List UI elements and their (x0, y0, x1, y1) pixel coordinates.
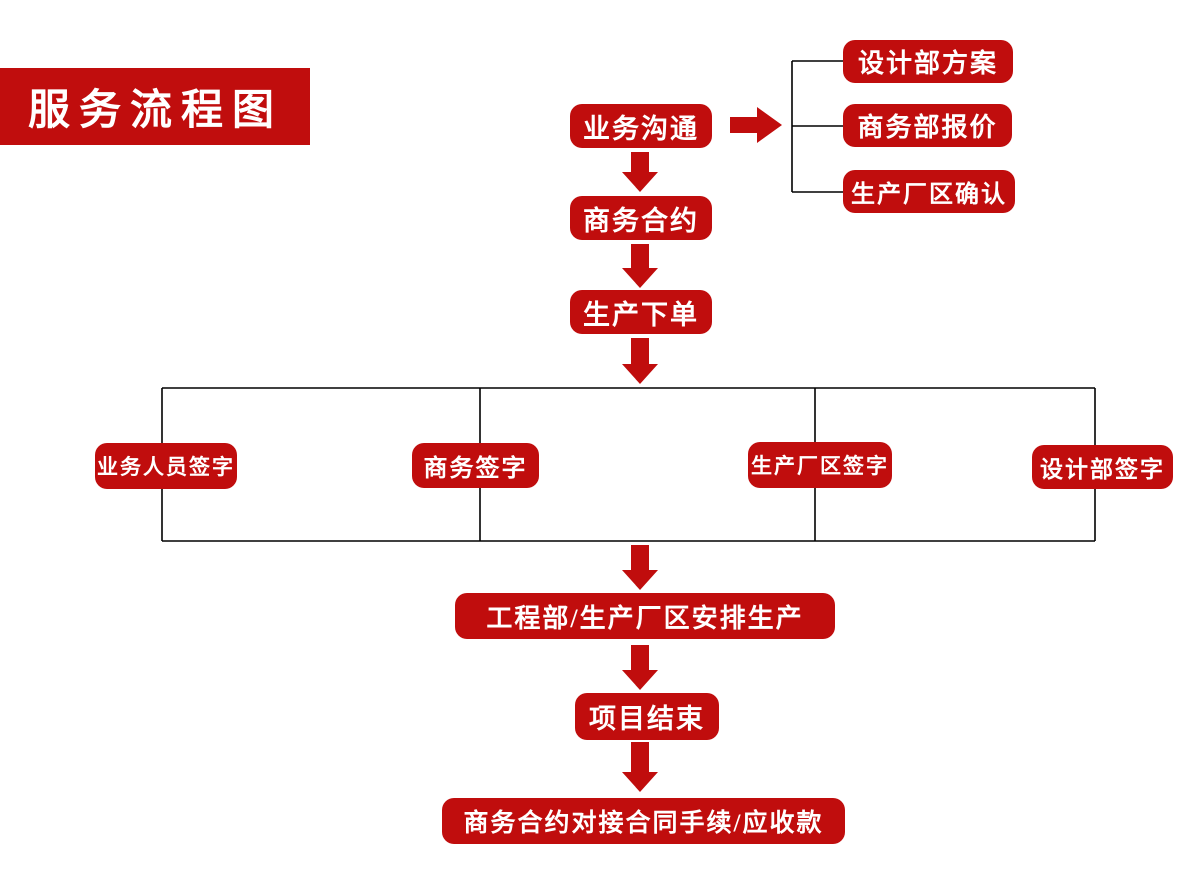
node-production-order: 生产下单 (570, 290, 712, 334)
down-arrow-3 (622, 338, 658, 384)
node-sales-signature: 业务人员签字 (95, 443, 237, 489)
node-factory-signature: 生产厂区签字 (748, 442, 892, 488)
page-title: 服务流程图 (0, 68, 310, 145)
node-final-settlement: 商务合约对接合同手续/应收款 (442, 798, 845, 844)
node-factory-confirm: 生产厂区确认 (843, 170, 1015, 213)
down-arrow-1 (622, 152, 658, 192)
node-business-communication: 业务沟通 (570, 104, 712, 148)
node-arrange-production: 工程部/生产厂区安排生产 (455, 593, 835, 639)
down-arrow-5 (622, 645, 658, 690)
node-business-contract: 商务合约 (570, 196, 712, 240)
node-business-signature: 商务签字 (412, 443, 539, 488)
down-arrow-6 (622, 742, 658, 792)
node-design-signature: 设计部签字 (1032, 445, 1173, 489)
node-project-end: 项目结束 (575, 693, 719, 740)
node-design-dept-plan: 设计部方案 (843, 40, 1013, 83)
node-business-dept-quote: 商务部报价 (843, 104, 1012, 147)
down-arrow-4 (622, 545, 658, 590)
down-arrow-2 (622, 244, 658, 288)
right-arrow (730, 107, 782, 143)
